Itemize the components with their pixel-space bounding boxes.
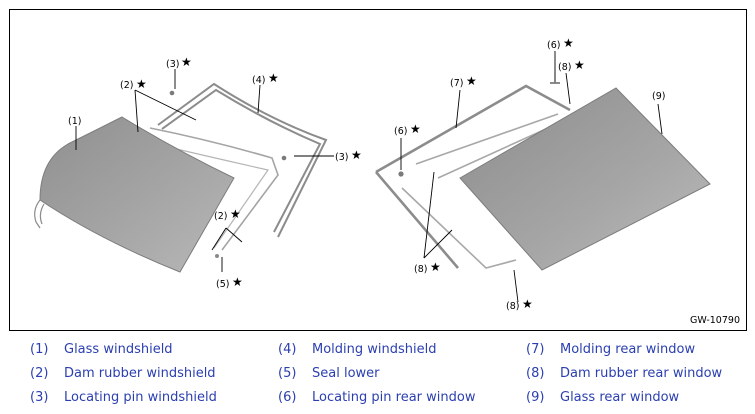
callout-1: (1) [68,116,81,127]
locating-pin-rear-window-left [398,171,404,177]
leader-lines-rear [400,51,663,303]
callout-6-left: (6) [394,126,407,137]
legend-number: (7) [526,342,545,357]
locating-pin-windshield-right [281,155,287,161]
callout-8-bottom: (8) [506,301,519,312]
legend-item-5: (5) Seal lower [278,366,380,381]
legend-label: Dam rubber rear window [560,366,723,381]
star-8-mid: ★ [430,260,441,274]
callout-3-top: (3) [166,59,179,70]
callout-8-mid: (8) [414,264,427,275]
star-8-bottom: ★ [522,297,533,311]
callout-5: (5) [216,279,229,290]
legend-label: Seal lower [312,366,380,381]
star-8-top: ★ [574,58,585,72]
legend-item-4: (4) Molding windshield [278,342,437,357]
star-7: ★ [466,74,477,88]
star-2-bottom: ★ [230,207,241,221]
legend-number: (4) [278,342,297,357]
legend-label: Locating pin windshield [64,390,217,405]
callout-2-bottom: (2) [214,211,227,222]
molding-windshield [157,82,328,238]
seal-lower [34,199,45,229]
diagram-canvas: (1) (2) ★ (3) ★ (4) ★ (3) ★ (2) ★ (5) ★ … [34,36,711,312]
parts-diagram: (1) (2) ★ (3) ★ (4) ★ (3) ★ (2) ★ (5) ★ … [9,9,747,331]
star-6-left: ★ [410,122,421,136]
glass-windshield [39,116,235,273]
legend-number: (6) [278,390,297,405]
locating-pin-windshield-top [169,90,175,96]
dam-rubber-windshield [149,127,279,251]
callout-9: (9) [652,91,665,102]
callout-7: (7) [450,78,463,89]
legend-label: Glass windshield [64,342,173,357]
parts-legend: (1) Glass windshield (2) Dam rubber windsh… [0,338,755,414]
legend-label: Locating pin rear window [312,390,476,405]
legend-item-9: (9) Glass rear window [526,390,679,405]
legend-item-1: (1) Glass windshield [30,342,173,357]
legend-item-7: (7) Molding rear window [526,342,695,357]
legend-number: (3) [30,390,49,405]
leader-lines-windshield [75,69,334,272]
legend-item-2: (2) Dam rubber windshield [30,366,216,381]
locating-pin-rear-window-top [550,72,560,84]
seal-lower-clip [215,254,219,258]
legend-item-6: (6) Locating pin rear window [278,390,475,405]
star-4: ★ [268,71,279,85]
legend-item-8: (8) Dam rubber rear window [526,366,722,381]
star-6-top: ★ [563,36,574,50]
star-5: ★ [232,275,243,289]
glass-rear-window [459,87,711,271]
legend-number: (2) [30,366,49,381]
star-3-right: ★ [351,148,362,162]
figure-id: GW-10790 [689,315,740,326]
callout-2-top: (2) [120,80,133,91]
molding-rear-window [375,84,571,269]
callout-8-top: (8) [558,62,571,73]
callout-3-right: (3) [335,152,348,163]
legend-label: Glass rear window [560,390,680,405]
legend-label: Molding windshield [312,342,437,357]
callout-4: (4) [252,75,265,86]
legend-item-3: (3) Locating pin windshield [30,390,217,405]
legend-number: (8) [526,366,545,381]
star-3-top: ★ [181,55,192,69]
legend-number: (5) [278,366,297,381]
star-2-top: ★ [136,77,147,91]
callout-6-top: (6) [547,40,560,51]
legend-label: Molding rear window [560,342,696,357]
legend-number: (1) [30,342,49,357]
legend-label: Dam rubber windshield [64,366,216,381]
legend-number: (9) [526,390,545,405]
